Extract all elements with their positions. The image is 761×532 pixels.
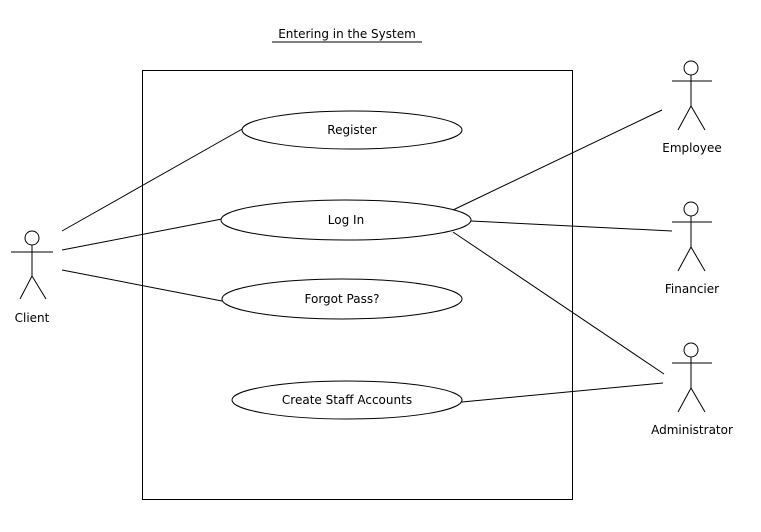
assoc-administrator-create-staff	[461, 382, 664, 403]
use-case-forgot-pass: Forgot Pass?	[221, 278, 463, 320]
use-case-register: Register	[241, 110, 463, 150]
actor-financier-label: Financier	[665, 282, 719, 296]
use-case-login-label: Log In	[328, 213, 364, 227]
assoc-client-forgot	[61, 269, 223, 302]
actor-financier: Financier	[665, 201, 719, 296]
actor-client-label: Client	[15, 311, 50, 325]
use-case-forgot-pass-label: Forgot Pass?	[305, 292, 380, 306]
assoc-financier-login	[470, 220, 673, 232]
stick-figure-icon	[672, 60, 712, 131]
actor-employee-label: Employee	[662, 141, 721, 155]
assoc-administrator-login	[452, 231, 665, 375]
actor-administrator: Administrator	[651, 342, 733, 437]
use-case-create-staff-accounts-label: Create Staff Accounts	[282, 393, 412, 407]
assoc-client-login	[61, 218, 223, 251]
system-boundary	[142, 70, 573, 500]
actor-employee: Employee	[662, 60, 722, 155]
stick-figure-icon	[11, 230, 53, 300]
use-case-login: Log In	[220, 199, 472, 241]
stick-figure-icon	[672, 201, 712, 272]
assoc-employee-login	[452, 109, 663, 211]
use-case-create-staff-accounts: Create Staff Accounts	[231, 380, 463, 420]
assoc-client-register	[61, 127, 245, 232]
actor-client: Client	[11, 230, 53, 325]
diagram-title: Entering in the System	[278, 27, 416, 41]
actor-administrator-label: Administrator	[651, 423, 733, 437]
stick-figure-icon	[672, 342, 712, 413]
use-case-register-label: Register	[327, 123, 376, 137]
